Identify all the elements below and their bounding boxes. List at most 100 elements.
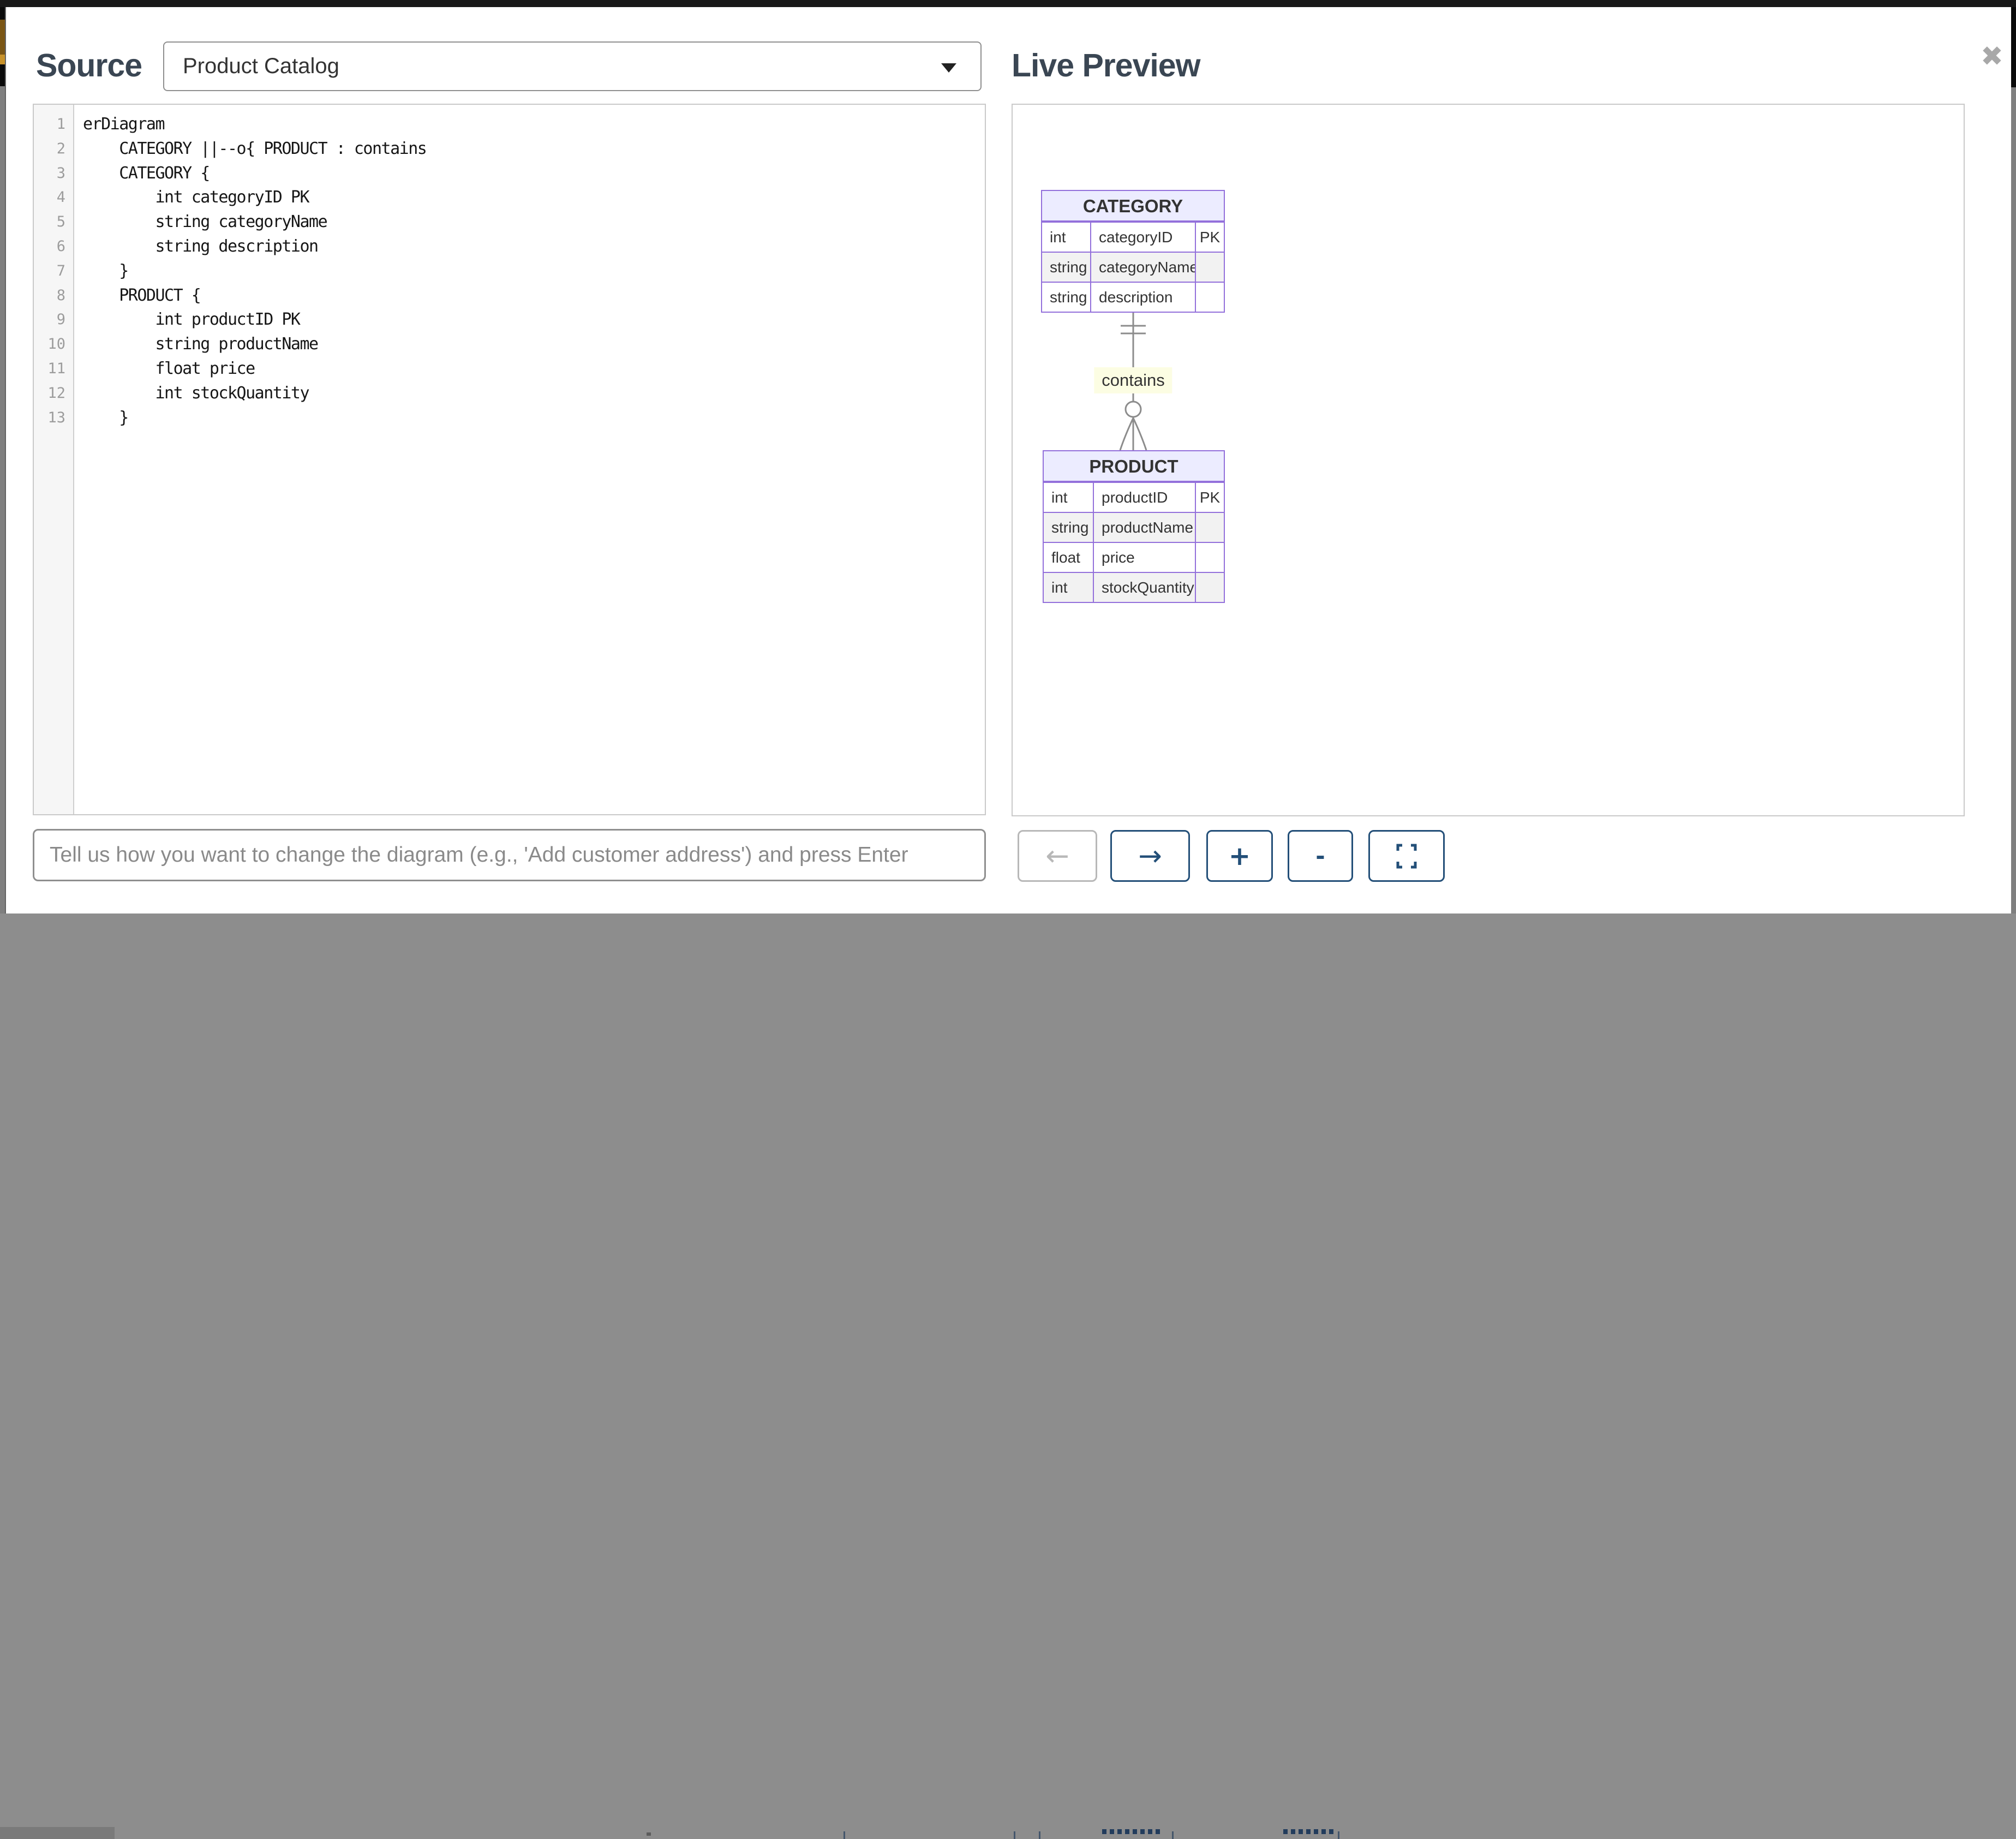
line-number: 10: [47, 336, 65, 353]
page-behind-left-edge: [0, 0, 5, 86]
line-number: 2: [56, 140, 65, 157]
er-cell-type: string: [1042, 253, 1090, 282]
page-behind-right-edge: [2011, 0, 2016, 87]
line-number-gutter: [34, 105, 74, 814]
line-number: 6: [56, 237, 65, 255]
pan-left-icon: ←: [1045, 839, 1069, 873]
er-cell-type: string: [1044, 513, 1093, 542]
er-cell-key: [1195, 543, 1224, 572]
page-behind-right-edge-dimmed: [2011, 87, 2016, 926]
page-behind-fragment: [1014, 1831, 1015, 1839]
zoom-out-icon: -: [1315, 843, 1325, 869]
zoom-out-button[interactable]: -: [1288, 830, 1353, 882]
fullscreen-button[interactable]: [1368, 830, 1445, 882]
source-panel-title: Source: [36, 47, 142, 83]
er-cell-attr: categoryName: [1090, 253, 1195, 282]
page-behind-fragment: [647, 1832, 651, 1836]
page-behind-top-bar: [0, 0, 2016, 7]
code-line: 11 float price: [34, 357, 985, 381]
pan-left-button[interactable]: ←: [1018, 830, 1097, 882]
er-entity-name: CATEGORY: [1042, 191, 1224, 222]
code-text: PRODUCT {: [83, 285, 201, 305]
diagram-select-dropdown[interactable]: Product Catalog: [163, 41, 982, 91]
chevron-down-icon: [941, 63, 956, 73]
code-text: int productID PK: [83, 310, 301, 330]
line-number: 4: [56, 189, 65, 206]
preview-panel-title: Live Preview: [1012, 47, 1200, 83]
code-line: 12 int stockQuantity: [34, 381, 985, 406]
er-cell-attr: description: [1090, 283, 1195, 312]
code-lines: 1 erDiagram 2 CATEGORY ||--o{ PRODUCT : co…: [34, 112, 985, 430]
diagram-editor-modal: Source Product Catalog 1 erDiagram 2 CATEG…: [4, 7, 2011, 913]
code-line: 13 }: [34, 406, 985, 431]
pan-right-button[interactable]: →: [1110, 830, 1190, 882]
line-number: 1: [56, 116, 65, 133]
page-behind-text-fragment: [1102, 1829, 1161, 1834]
code-text: erDiagram: [83, 115, 165, 134]
code-line: 4 int categoryID PK: [34, 186, 985, 210]
page-behind-fragment: [1039, 1831, 1040, 1839]
page-behind-bottom-edge: [0, 913, 2016, 1839]
crow-foot-icon: [1119, 417, 1147, 451]
code-text: int stockQuantity: [83, 383, 309, 403]
er-cell-type: int: [1042, 223, 1090, 252]
er-cell-attr: stockQuantity: [1093, 573, 1195, 602]
ai-prompt-input[interactable]: [33, 829, 986, 881]
page-behind-left-edge-dimmed: [0, 86, 5, 926]
page-behind-logo-fragment: [0, 55, 5, 64]
er-cell-key: PK: [1195, 483, 1224, 512]
close-icon[interactable]: ✖: [1972, 38, 2012, 75]
er-entity-name: PRODUCT: [1044, 451, 1224, 482]
er-cell-key: [1195, 513, 1224, 542]
relationship-label: contains: [1094, 367, 1172, 393]
line-number: 8: [56, 286, 65, 304]
pan-right-icon: →: [1138, 839, 1162, 873]
code-text: string categoryName: [83, 212, 327, 232]
er-cell-key: [1195, 253, 1224, 282]
line-number: 9: [56, 311, 65, 329]
page-behind-text-fragment: [1283, 1829, 1335, 1834]
code-line: 3 CATEGORY {: [34, 162, 985, 186]
code-text: CATEGORY ||--o{ PRODUCT : contains: [83, 139, 427, 158]
er-cell-key: [1195, 283, 1224, 312]
code-line: 6 string description: [34, 235, 985, 259]
er-cell-attr: productID: [1093, 483, 1195, 512]
code-text: int categoryID PK: [83, 188, 309, 207]
page-behind-fragment: [1172, 1831, 1174, 1839]
code-line: 2 CATEGORY ||--o{ PRODUCT : contains: [34, 137, 985, 162]
code-text: CATEGORY {: [83, 163, 210, 183]
page-behind-fragment: [0, 1827, 115, 1839]
er-cell-key: PK: [1195, 223, 1224, 252]
line-number: 12: [47, 384, 65, 402]
line-number: 5: [56, 213, 65, 231]
line-number: 7: [56, 262, 65, 279]
code-text: float price: [83, 359, 255, 378]
code-text: }: [83, 261, 129, 280]
fullscreen-icon: [1396, 844, 1417, 868]
zoom-in-button[interactable]: +: [1206, 830, 1273, 882]
page-behind-logo-fragment: [0, 20, 5, 55]
cardinality-zero-circle: [1124, 401, 1142, 418]
page-behind-fragment: [844, 1831, 845, 1839]
code-line: 1 erDiagram: [34, 112, 985, 137]
er-cell-attr: price: [1093, 543, 1195, 572]
code-line: 7 }: [34, 259, 985, 284]
zoom-in-icon: +: [1228, 840, 1251, 871]
line-number: 3: [56, 164, 65, 182]
line-number: 11: [47, 360, 65, 377]
code-line: 9 int productID PK: [34, 308, 985, 332]
diagram-select-value: Product Catalog: [183, 54, 339, 78]
code-line: 8 PRODUCT {: [34, 284, 985, 308]
line-number: 13: [47, 409, 65, 426]
er-cell-type: int: [1044, 483, 1093, 512]
code-editor[interactable]: 1 erDiagram 2 CATEGORY ||--o{ PRODUCT : co…: [33, 104, 986, 815]
code-text: string productName: [83, 335, 319, 354]
er-cell-type: string: [1042, 283, 1090, 312]
